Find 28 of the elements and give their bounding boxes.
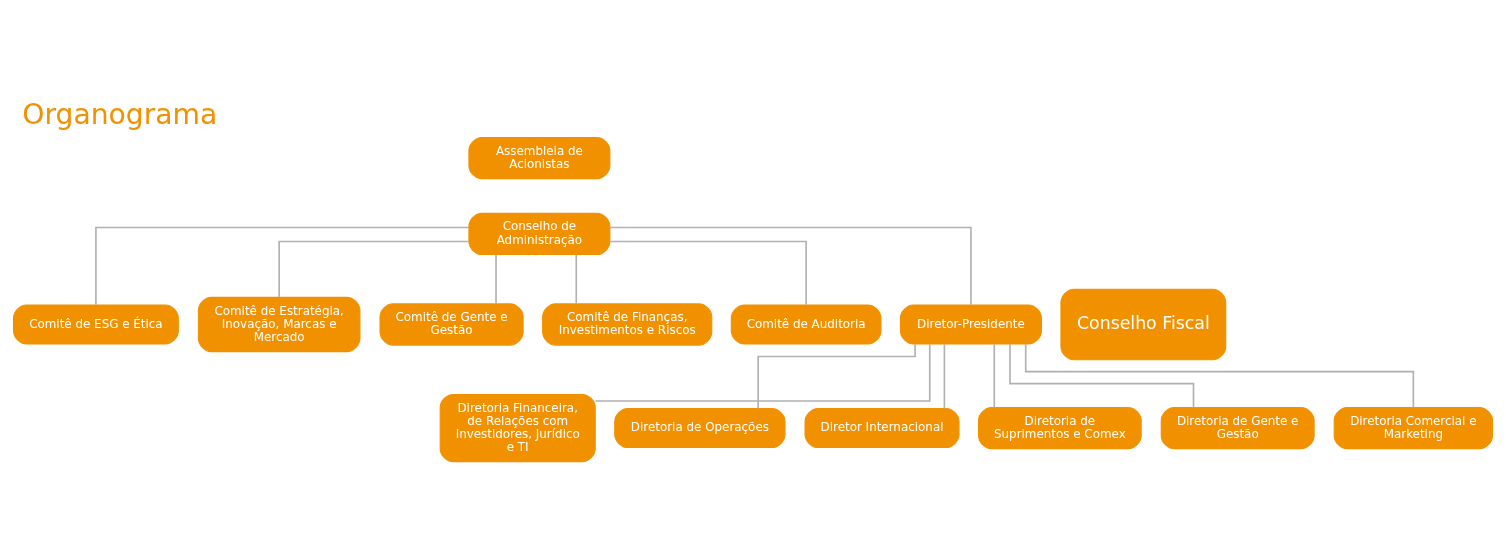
connector bbox=[757, 343, 916, 410]
node-box: Diretoria de Gente e Gestão bbox=[1160, 406, 1315, 450]
node-box: Diretoria de Operações bbox=[614, 408, 786, 449]
node-box: Assembleia de Acionistas bbox=[468, 136, 611, 180]
connector bbox=[993, 343, 996, 409]
connector bbox=[1024, 343, 1415, 409]
node-box: Diretor-Presidente bbox=[899, 304, 1042, 345]
connector bbox=[594, 343, 931, 402]
node-box: Comitê de Auditoria bbox=[730, 304, 882, 345]
node-box: Diretoria Comercial e Marketing bbox=[1333, 406, 1494, 450]
node-box: Conselho Fiscal bbox=[1060, 288, 1227, 361]
connector bbox=[943, 343, 946, 410]
connector bbox=[609, 226, 972, 306]
node-box: Comitê de Gente e Gestão bbox=[379, 303, 524, 346]
node-box: Diretoria de Suprimentos e Comex bbox=[978, 406, 1142, 450]
diagram-title: Organograma bbox=[22, 98, 218, 132]
node-box: Comitê de Estratégia, Inovação, Marcas e Mercado bbox=[197, 296, 361, 353]
connector bbox=[495, 254, 497, 305]
connector bbox=[95, 226, 470, 306]
node-box: Comitê de ESG e Ética bbox=[12, 304, 179, 345]
connector bbox=[609, 240, 807, 306]
connector bbox=[278, 240, 470, 299]
connector bbox=[1009, 343, 1195, 409]
node-box: Diretor Internacional bbox=[804, 408, 960, 449]
node-box: Conselho de Administração bbox=[468, 212, 611, 256]
node-box: Diretoria Financeira, de Relações com Investidores, Jurídico e TI bbox=[439, 393, 596, 463]
node-box: Comitê de Finanças, Investimentos e Riscos bbox=[542, 303, 713, 346]
connector bbox=[575, 254, 578, 305]
